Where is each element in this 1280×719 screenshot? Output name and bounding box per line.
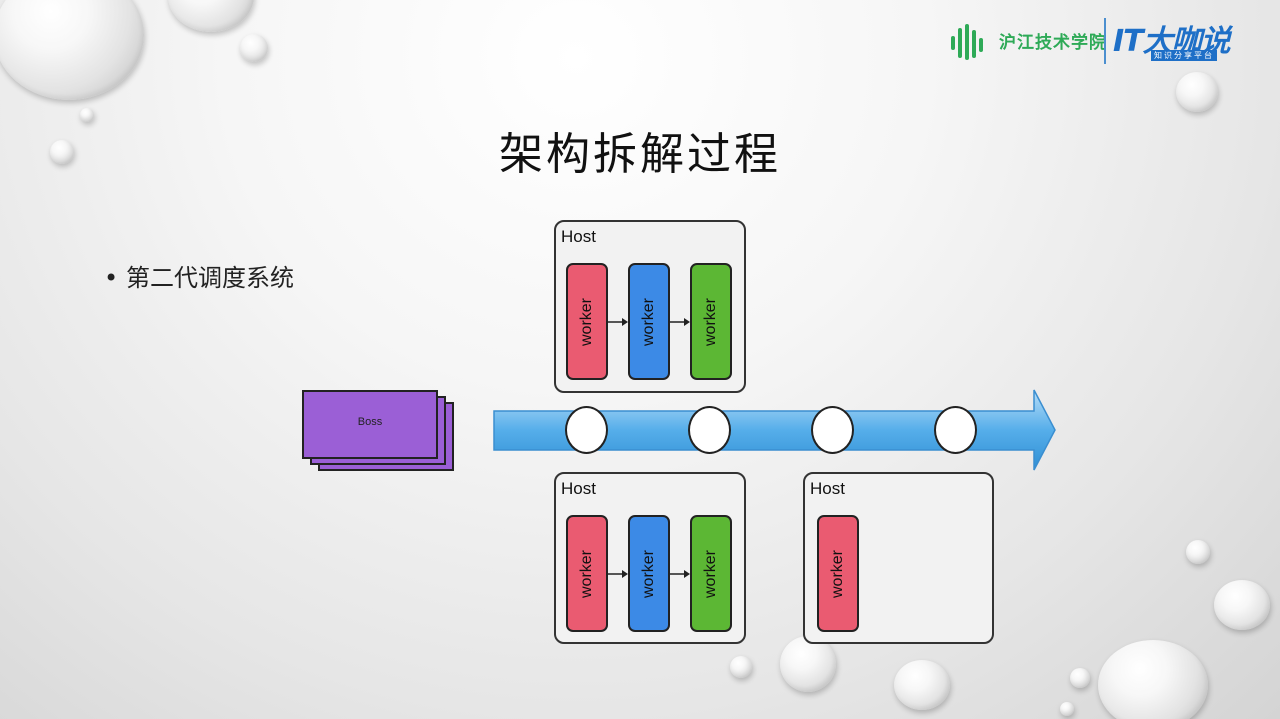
worker-label: worker bbox=[829, 549, 846, 598]
water-drop bbox=[1176, 72, 1218, 112]
water-drop bbox=[1098, 640, 1208, 719]
water-drop bbox=[1214, 580, 1270, 630]
host-label: Host bbox=[561, 479, 596, 498]
water-drop bbox=[894, 660, 950, 710]
water-drop bbox=[730, 656, 752, 678]
flow-arrows bbox=[608, 318, 690, 326]
worker-node: worker bbox=[628, 263, 670, 380]
logo-divider bbox=[1104, 18, 1106, 64]
brand-logo: 沪江技术学院 IT大咖说 知识分享平台 bbox=[949, 16, 1259, 68]
pipeline-node bbox=[811, 406, 854, 454]
boss-label: Boss bbox=[357, 416, 383, 428]
worker-node: worker bbox=[566, 263, 608, 380]
pipeline-node bbox=[565, 406, 608, 454]
worker-node: worker bbox=[817, 515, 859, 632]
water-drop bbox=[1060, 702, 1074, 716]
water-drop bbox=[50, 140, 74, 164]
slide-title: 架构拆解过程 bbox=[499, 129, 781, 180]
host-label: Host bbox=[810, 479, 845, 498]
bullet-text: 第二代调度系统 bbox=[126, 264, 294, 292]
water-drop bbox=[1070, 668, 1090, 688]
pipeline-node bbox=[934, 406, 977, 454]
pipeline-node bbox=[688, 406, 731, 454]
worker-node: worker bbox=[690, 515, 732, 632]
worker-node: worker bbox=[628, 515, 670, 632]
water-drop bbox=[780, 636, 836, 692]
water-drop bbox=[240, 34, 268, 62]
host-label: Host bbox=[561, 227, 596, 246]
brand-name: 沪江技术学院 bbox=[999, 33, 1107, 53]
hujiang-logo-icon bbox=[951, 24, 983, 60]
host-box: Host worker worker worker bbox=[554, 472, 746, 644]
water-drop bbox=[168, 0, 254, 32]
boss-card: Boss bbox=[302, 390, 438, 459]
bullet-dot: • bbox=[104, 264, 119, 292]
host-box: Host worker bbox=[803, 472, 994, 644]
worker-node: worker bbox=[690, 263, 732, 380]
water-drop bbox=[0, 0, 144, 100]
host-box: Host worker worker worker bbox=[554, 220, 746, 393]
flow-arrows bbox=[608, 570, 690, 578]
it-brand-subtitle: 知识分享平台 bbox=[1151, 50, 1217, 61]
water-drop bbox=[80, 108, 94, 122]
bullet-item: •第二代调度系统 bbox=[104, 258, 294, 293]
worker-node: worker bbox=[566, 515, 608, 632]
water-drop bbox=[1186, 540, 1210, 564]
